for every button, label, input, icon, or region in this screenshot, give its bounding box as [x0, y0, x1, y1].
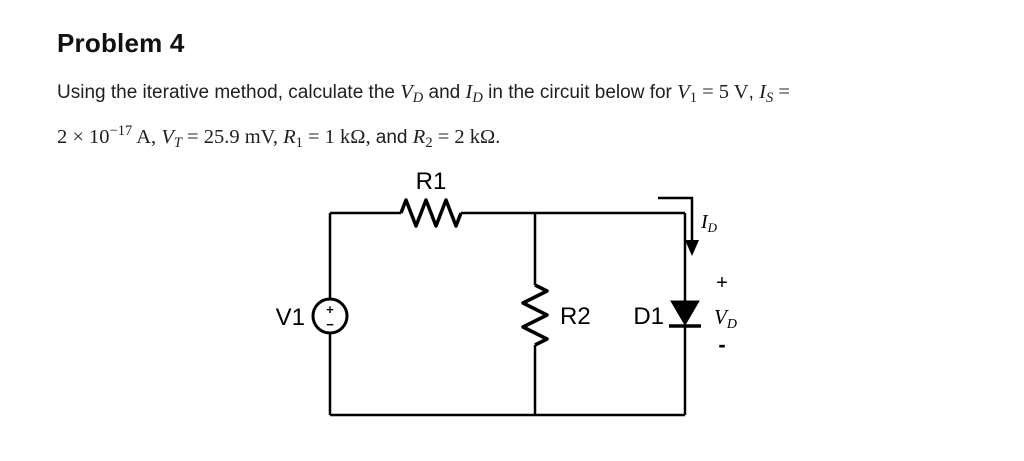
text-segment: Using the iterative method, calculate th…: [57, 82, 401, 103]
id-label-sub: D: [707, 220, 718, 235]
math-superscript: −17: [109, 123, 133, 139]
text-segment: and: [375, 127, 413, 148]
math-subscript: 2: [425, 135, 433, 151]
vd-plus-label: +: [716, 272, 728, 294]
math-subscript: 1: [295, 135, 303, 151]
d1-diode-triangle: [670, 300, 700, 326]
math-subscript: D: [472, 90, 483, 106]
v1-minus-sign: −: [326, 317, 334, 332]
r1-resistor-symbol: [399, 198, 463, 228]
r2-label: R2: [560, 303, 591, 330]
math-subscript: D: [412, 90, 424, 106]
math-var: I: [465, 81, 473, 103]
text-segment: and: [423, 82, 466, 103]
vd-label: VD: [714, 305, 737, 332]
math-var: R: [412, 126, 426, 148]
r2-resistor-symbol: [521, 283, 549, 347]
math-var: V: [161, 126, 174, 148]
text-segment: in the circuit below for: [482, 82, 678, 103]
math-roman: = 2 kΩ.: [432, 126, 501, 148]
id-current-arrow: [658, 196, 694, 242]
id-label-var: I: [700, 211, 709, 233]
v1-label: V1: [276, 304, 305, 331]
math-roman: 2 × 10: [57, 126, 110, 148]
math-roman: =: [773, 81, 790, 103]
d1-label: D1: [633, 303, 664, 330]
problem-statement: Using the iterative method, calculate th…: [57, 76, 790, 160]
math-var: I: [759, 81, 766, 103]
math-roman: = 1 kΩ,: [302, 126, 376, 148]
r1-label: R1: [416, 168, 447, 195]
text-segment: ,: [748, 82, 760, 103]
vd-minus-label: -: [718, 332, 725, 357]
id-arrowhead-icon: [685, 240, 699, 256]
v1-plus-sign: +: [326, 302, 334, 317]
vd-label-var: V: [714, 305, 729, 329]
math-roman: A,: [132, 126, 162, 148]
math-roman: = 5 V: [696, 81, 749, 103]
problem-text-line-1: Using the iterative method, calculate th…: [57, 76, 790, 115]
math-var: V: [400, 81, 413, 103]
math-var: R: [283, 126, 296, 148]
math-subscript: S: [765, 90, 774, 106]
math-subscript: 1: [689, 90, 697, 106]
id-label: ID: [700, 211, 718, 235]
page-title: Problem 4: [57, 28, 185, 58]
math-subscript: T: [173, 135, 182, 151]
math-roman: = 25.9 mV,: [181, 126, 284, 148]
vd-label-sub: D: [726, 317, 737, 332]
problem-text-line-2: 2 × 10−17 A, VT = 25.9 mV, R1 = 1 kΩ, an…: [57, 115, 790, 160]
math-var: V: [677, 81, 690, 103]
